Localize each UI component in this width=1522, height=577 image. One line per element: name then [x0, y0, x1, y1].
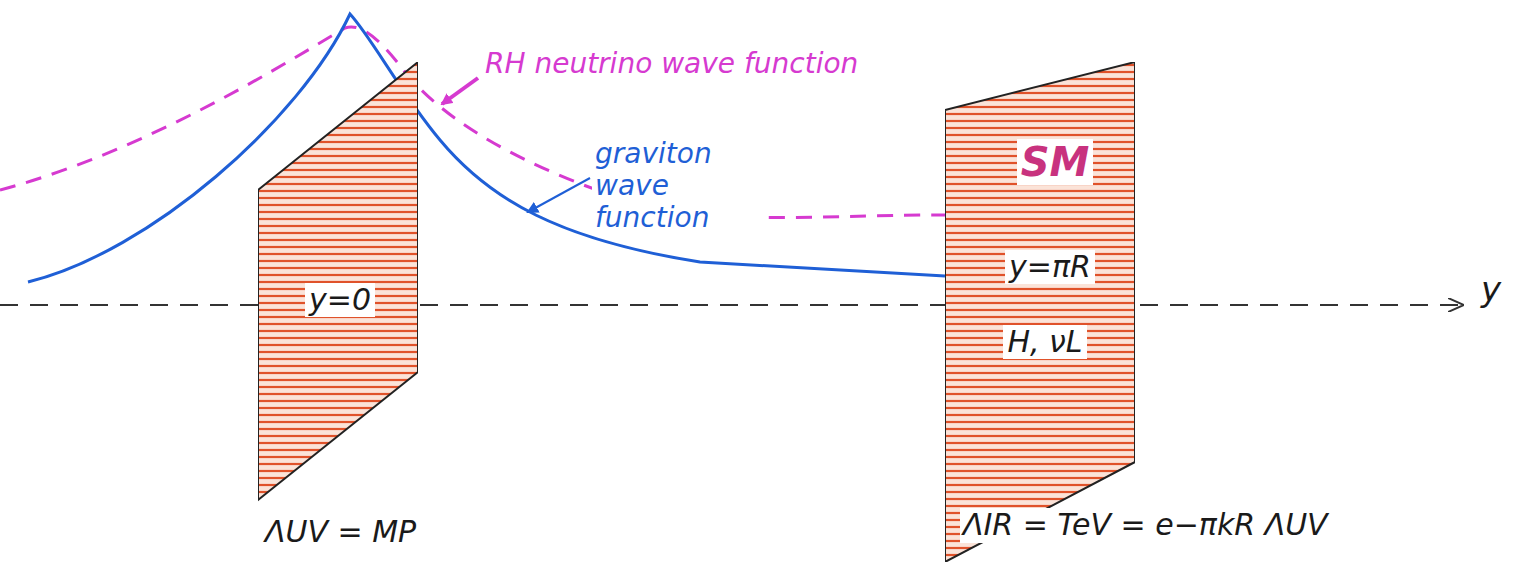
brane: SM y=πR H, νL	[945, 62, 1135, 562]
neutrino-wavefunction	[0, 27, 945, 218]
pointer-arrow	[442, 78, 478, 104]
pointer-arrow	[528, 178, 590, 212]
brane-name: SM	[1017, 139, 1094, 185]
field-names: H, νL	[1003, 325, 1086, 360]
scale-label: ΛUV = MP	[262, 515, 419, 550]
scale-label: ΛIR = TeV = e−πkR ΛUV	[960, 508, 1331, 543]
y-axis	[0, 304, 1462, 306]
axis-label: y	[1478, 270, 1504, 309]
curve-label: graviton wave function	[592, 138, 768, 235]
graviton-wavefunction	[28, 14, 945, 282]
curve-label: RH neutrino wave function	[482, 48, 861, 80]
brane-position: y=0	[305, 283, 375, 318]
brane-sheet	[945, 62, 1135, 562]
brane-outline	[945, 62, 1135, 562]
brane: y=0	[258, 62, 418, 502]
brane-position: y=πR	[1005, 250, 1095, 285]
brane-outline	[258, 62, 418, 500]
